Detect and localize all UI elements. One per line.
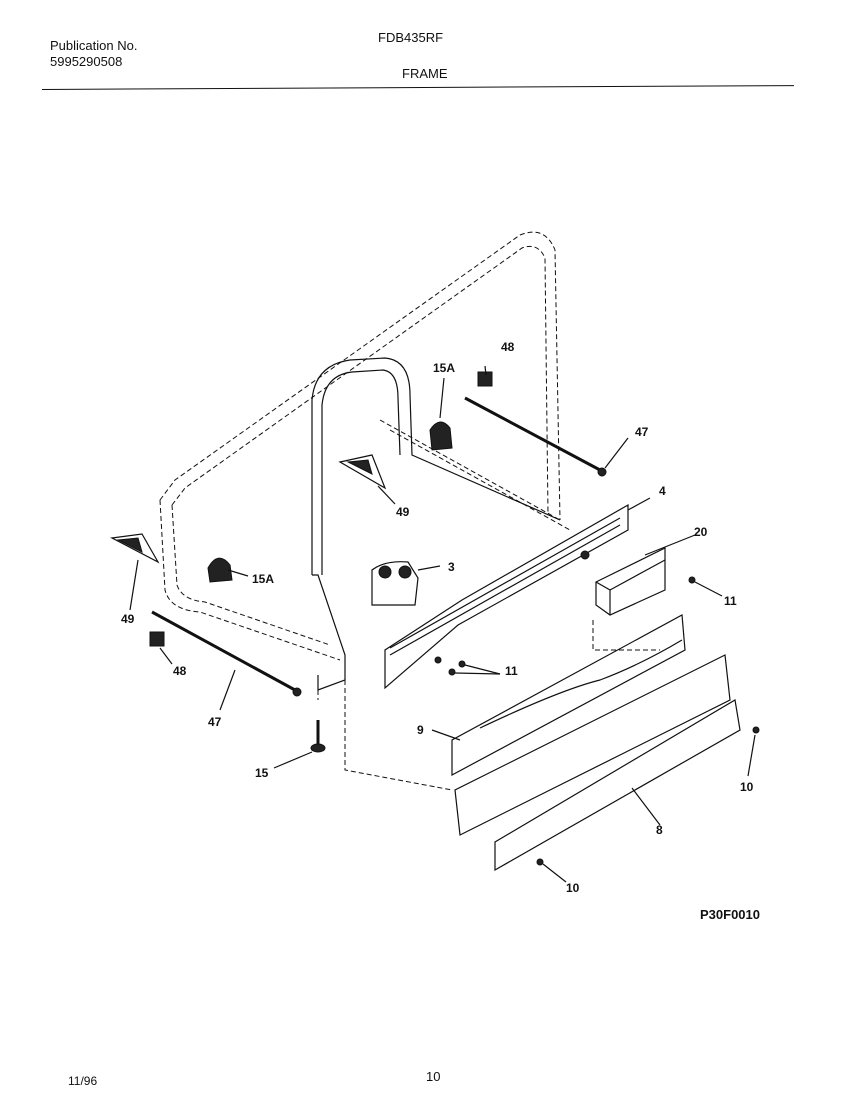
part-20-cover: [595, 534, 696, 616]
part-15-screw: [273, 720, 326, 769]
part-48-top: [477, 365, 493, 387]
assembly-guide-line: [344, 680, 453, 791]
callout-4: 4: [659, 484, 666, 498]
part-15a-left-hinge: [207, 557, 249, 583]
callout-49-center: 49: [396, 505, 410, 519]
publication-label: Publication No.: [50, 38, 138, 53]
part-11-screws: [434, 576, 723, 676]
part-15a-top-hinge: [429, 377, 453, 451]
callout-11-lower: 11: [505, 664, 518, 678]
part-8-toe-kick: [454, 654, 741, 872]
part-47-lower-rod: [151, 610, 302, 711]
callout-20: 20: [694, 525, 708, 539]
part-47-top-rod: [464, 396, 629, 477]
part-49-center: [338, 454, 396, 505]
callout-47-top: 47: [635, 425, 649, 439]
callout-15: 15: [255, 766, 269, 780]
page-number: 10: [426, 1069, 441, 1084]
part-49-left: [110, 533, 160, 611]
callout-9: 9: [417, 723, 424, 737]
part-4-rail: [384, 497, 651, 690]
callout-15a-top: 15A: [433, 361, 455, 375]
door-frame-front: [311, 357, 561, 700]
callout-11-right: 11: [724, 594, 737, 608]
footer-date: 11/96: [68, 1074, 98, 1088]
callout-15a-left: 15A: [252, 572, 274, 586]
callout-10-bottom: 10: [566, 881, 580, 895]
model-number: FDB435RF: [378, 30, 444, 45]
callout-3: 3: [448, 560, 455, 574]
publication-number: 5995290508: [50, 54, 123, 69]
callout-47-lower: 47: [208, 715, 222, 729]
part-3-valve: [371, 561, 441, 606]
callout-10-right: 10: [740, 780, 754, 794]
assembly-guide-line-right: [592, 620, 660, 651]
part-9-panel: [431, 614, 686, 777]
callout-48-top: 48: [501, 340, 515, 354]
callout-48-left: 48: [173, 664, 187, 678]
section-title: FRAME: [402, 66, 448, 81]
figure-code: P30F0010: [700, 907, 760, 922]
part-48-left: [149, 631, 173, 665]
part-10-screws: [536, 726, 760, 883]
tub-frame-rear: [159, 231, 571, 661]
callout-8: 8: [656, 823, 663, 837]
callout-49-left: 49: [121, 612, 135, 626]
